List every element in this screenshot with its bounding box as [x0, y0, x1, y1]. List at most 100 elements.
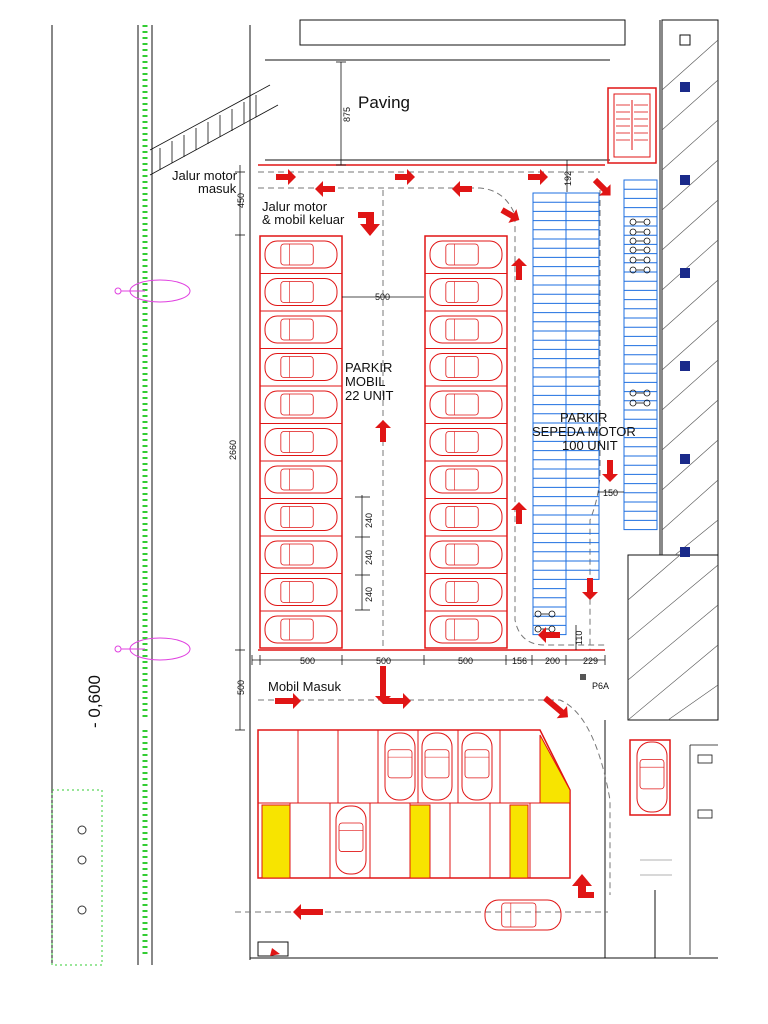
- dim-875: 875: [342, 107, 352, 122]
- moto-parking-label-2: SEPEDA MOTOR: [532, 424, 636, 439]
- car-icon: [264, 240, 338, 269]
- car-icon: [429, 503, 503, 531]
- p6a-label: P6A: [592, 681, 609, 691]
- car-icon: [264, 353, 338, 381]
- bottom-dim-label: 156: [512, 656, 527, 666]
- moto-parking-label-1: PARKIR: [560, 410, 607, 425]
- traffic-arrow-icon: [383, 693, 411, 709]
- dim-240-a: 240: [364, 513, 374, 528]
- car-icon: [429, 315, 503, 344]
- traffic-arrow-icon: [375, 420, 391, 442]
- car-icon: [429, 615, 503, 644]
- dim-450: 450: [236, 193, 246, 208]
- car-icon: [264, 615, 338, 644]
- motorcycle-parking: [532, 179, 658, 636]
- lot-outline: [257, 729, 571, 879]
- parking-bay: [259, 235, 343, 649]
- traffic-arrow-icon: [358, 212, 380, 236]
- building-outline: [249, 19, 719, 960]
- car-icon: [429, 390, 503, 419]
- no-parking-hatch: [539, 734, 571, 804]
- car-icon: [636, 741, 668, 813]
- traffic-arrow-icon: [500, 207, 520, 223]
- dim-500-entry: 500: [236, 680, 246, 695]
- traffic-arrow-icon: [315, 181, 335, 197]
- no-parking-hatch: [261, 804, 291, 879]
- car-icon: [264, 503, 338, 531]
- level-label: - 0,600: [85, 675, 104, 728]
- traffic-arrow-icon: [602, 460, 618, 482]
- dim-240-c: 240: [364, 587, 374, 602]
- motorcycle-icon: [629, 389, 651, 397]
- car-icon: [264, 390, 338, 419]
- paving-label: Paving: [358, 93, 410, 112]
- car-parking-label-2: MOBIL: [345, 374, 385, 389]
- car-parking-rows: [259, 235, 508, 649]
- exit-label-1: Jalur motor: [262, 199, 328, 214]
- columns: [680, 82, 690, 557]
- bottom-dim-label: 200: [545, 656, 560, 666]
- traffic-arrow-icon: [276, 169, 296, 185]
- moto-parking-label-3: 100 UNIT: [562, 438, 618, 453]
- car-icon: [421, 732, 453, 801]
- entry-parking-lot: [257, 729, 668, 931]
- dim-2660: 2660: [228, 440, 238, 460]
- dim-500-aisle: 500: [375, 292, 390, 302]
- traffic-arrow-icon: [395, 169, 415, 185]
- dim-150: 150: [603, 488, 618, 498]
- traffic-arrow-icon: [528, 169, 548, 185]
- entry-marker: [257, 941, 289, 957]
- no-parking-hatch: [509, 804, 529, 879]
- motorcycle-icon: [629, 256, 651, 264]
- street-strip: - 0,600: [51, 25, 279, 966]
- motorcycle-icon: [629, 228, 651, 236]
- traffic-arrows: [275, 169, 618, 920]
- car-entry-label: Mobil Masuk: [268, 679, 341, 694]
- motorcycle-icon: [629, 246, 651, 254]
- traffic-arrow-icon: [582, 578, 598, 600]
- car-icon: [264, 540, 338, 569]
- car-icon: [384, 732, 416, 801]
- car-icon: [264, 428, 338, 456]
- car-icon: [429, 428, 503, 456]
- motor-entry-label-1: Jalur motor: [172, 168, 238, 183]
- dimension-lines: [235, 61, 624, 731]
- dim-192: 192: [563, 171, 573, 186]
- bottom-dim-label: 500: [300, 656, 315, 666]
- exit-label-2: & mobil keluar: [262, 212, 345, 227]
- car-icon: [429, 240, 503, 269]
- car-icon: [429, 353, 503, 381]
- motorcycle-icon: [534, 610, 556, 618]
- motorcycle-icon: [629, 237, 651, 245]
- dimension-ticks-bottom: [251, 655, 606, 665]
- car-icon: [429, 278, 503, 306]
- car-icon: [264, 578, 338, 606]
- traffic-arrow-icon: [592, 177, 611, 196]
- hatched-wall: [627, 39, 719, 721]
- car-icon: [461, 732, 493, 801]
- dim-240-b: 240: [364, 550, 374, 565]
- traffic-arrow-icon: [375, 666, 391, 704]
- motor-entry-label-2: masuk: [198, 181, 237, 196]
- traffic-arrow-icon: [572, 874, 594, 898]
- car-icon: [429, 465, 503, 494]
- bottom-dim-label: 229: [583, 656, 598, 666]
- car-icon: [264, 465, 338, 494]
- car-icon: [429, 540, 503, 569]
- dim-110: 110: [574, 631, 584, 645]
- bottom-dim-label: 500: [376, 656, 391, 666]
- motorcycle-icon: [629, 399, 651, 407]
- car-parking-label-3: 22 UNIT: [345, 388, 393, 403]
- car-icon: [264, 278, 338, 306]
- side-room: [629, 739, 718, 955]
- stair-icon: [607, 87, 657, 164]
- motorcycle-icon: [629, 266, 651, 274]
- car-parking-label-1: PARKIR: [345, 360, 392, 375]
- traffic-arrow-icon: [452, 181, 472, 197]
- car-icon: [429, 578, 503, 606]
- bottom-dim-label: 500: [458, 656, 473, 666]
- traffic-arrow-icon: [543, 695, 568, 719]
- car-icon: [264, 315, 338, 344]
- car-icon: [484, 899, 562, 931]
